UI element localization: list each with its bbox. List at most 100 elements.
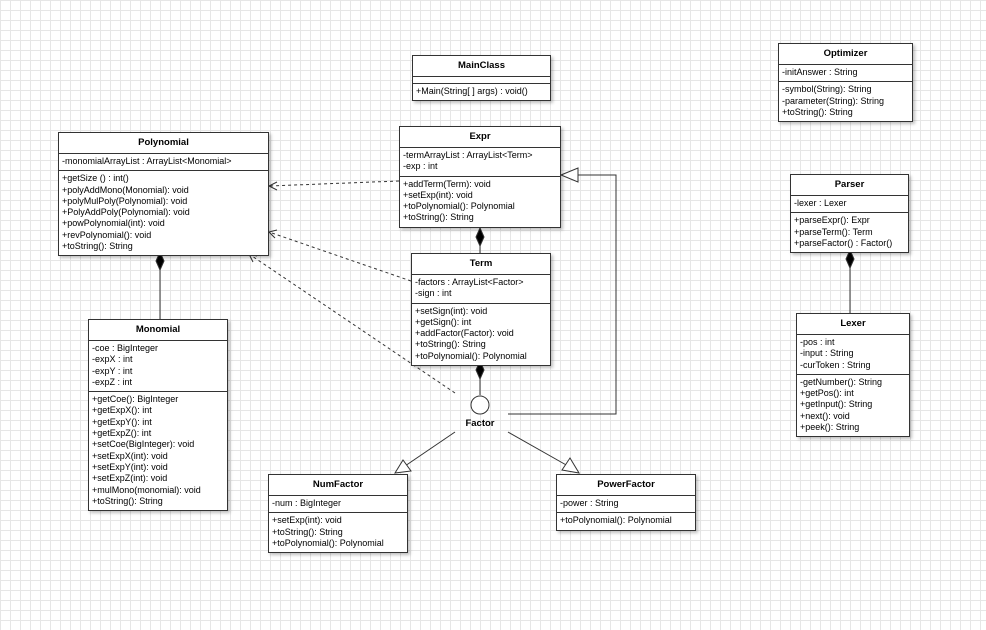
attribute: -pos : int [800, 337, 835, 347]
attribute: -monomialArrayList : ArrayList<Monomial> [62, 156, 232, 166]
method: +setCoe(BigInteger): void [92, 439, 195, 450]
method: +toString(): String [403, 212, 474, 223]
class-parser[interactable]: Parser -lexer : Lexer +parseExpr(): Expr… [790, 174, 909, 254]
expr-realizes-factor [508, 174, 617, 415]
method: +getInput(): String [800, 399, 873, 410]
method: +getSign(): int [415, 316, 472, 327]
method-section: +setExp(int): void +toString(): String +… [269, 513, 407, 552]
composition-diamond [155, 250, 165, 272]
attribute-section: -termArrayList : ArrayList<Term> -exp : … [400, 148, 560, 177]
class-lexer[interactable]: Lexer -pos : int -input : String -curTok… [796, 313, 910, 438]
method: +parseExpr(): Expr [794, 215, 870, 226]
class-name: Optimizer [779, 44, 912, 65]
method: +addFactor(Factor): void [415, 328, 514, 339]
class-optimizer[interactable]: Optimizer -initAnswer : String -symbol(S… [778, 43, 913, 123]
method: +setExpX(int): void [92, 450, 168, 461]
factor-interface-label: Factor [465, 418, 495, 429]
method: +toString(): String [272, 526, 343, 537]
method: +setExp(int): void [403, 189, 473, 200]
method-section: +setSign(int): void +getSign(): int +add… [412, 304, 550, 365]
attribute-section: -num : BigInteger [269, 496, 407, 514]
method: +toString(): String [782, 106, 853, 117]
realization-arrowhead [559, 167, 579, 183]
powerfactor-realizes-factor [507, 431, 569, 467]
class-name: NumFactor [269, 475, 407, 496]
method: +toString(): String [62, 241, 133, 252]
method-section: +toPolynomial(): Polynomial [557, 513, 695, 529]
method-section: +parseExpr(): Expr +parseTerm(): Term +p… [791, 213, 908, 252]
method: +parseFactor() : Factor() [794, 237, 893, 248]
method-section: -symbol(String): String -parameter(Strin… [779, 82, 912, 121]
attribute: -coe : BigInteger [92, 343, 159, 353]
class-main-class[interactable]: MainClass +Main(String[ ] args) : void() [412, 55, 551, 102]
method: +toPolynomial(): Polynomial [415, 350, 527, 361]
attribute: -expX : int [92, 354, 133, 365]
class-name: Term [412, 254, 550, 275]
class-num-factor[interactable]: NumFactor -num : BigInteger +setExp(int)… [268, 474, 408, 554]
dependency-arrowhead [267, 181, 278, 191]
attribute-section: -initAnswer : String [779, 65, 912, 83]
attribute-section: -monomialArrayList : ArrayList<Monomial> [59, 154, 268, 172]
class-name: Parser [791, 175, 908, 196]
method: +setExpZ(int): void [92, 473, 168, 484]
class-term[interactable]: Term -factors : ArrayList<Factor> -sign … [411, 253, 551, 367]
method: -parameter(String): String [782, 95, 885, 106]
factor-interface-circle [470, 395, 490, 415]
class-name: MainClass [413, 56, 550, 77]
method: +powPolynomial(int): void [62, 218, 165, 229]
method: +addTerm(Term): void [403, 178, 491, 189]
method: +toString(): String [92, 495, 163, 506]
method: +PolyAddPoly(Polynomial): void [62, 207, 190, 218]
class-name: PowerFactor [557, 475, 695, 496]
class-polynomial[interactable]: Polynomial -monomialArrayList : ArrayLis… [58, 132, 269, 257]
method: +next(): void [800, 410, 850, 421]
numfactor-realizes-factor [404, 431, 456, 467]
attribute: -power : String [560, 498, 619, 508]
attribute: -initAnswer : String [782, 67, 858, 77]
attribute-section [413, 77, 550, 84]
composition-diamond [845, 248, 855, 270]
attribute: -lexer : Lexer [794, 198, 847, 208]
class-power-factor[interactable]: PowerFactor -power : String +toPolynomia… [556, 474, 696, 531]
attribute: -expY : int [92, 365, 133, 376]
method: +mulMono(monomial): void [92, 484, 201, 495]
method: +setExpY(int): void [92, 461, 168, 472]
attribute: -sign : int [415, 288, 452, 299]
class-name: Lexer [797, 314, 909, 335]
method: +toPolynomial(): Polynomial [560, 515, 672, 526]
attribute-section: -pos : int -input : String -curToken : S… [797, 335, 909, 375]
attribute: -exp : int [403, 161, 438, 172]
attribute: -expZ : int [92, 376, 133, 387]
method: +getExpZ(): int [92, 428, 152, 439]
expr-polynomial-dependency [268, 180, 400, 187]
method-section: +getSize () : int() +polyAddMono(Monomia… [59, 171, 268, 255]
term-polynomial-dependency [268, 231, 412, 282]
method: -getNumber(): String [800, 376, 883, 387]
method: -symbol(String): String [782, 84, 872, 95]
method: +polyAddMono(Monomial): void [62, 184, 189, 195]
class-expr[interactable]: Expr -termArrayList : ArrayList<Term> -e… [399, 126, 561, 228]
method-section: -getNumber(): String +getPos(): int +get… [797, 375, 909, 436]
attribute: -num : BigInteger [272, 498, 342, 508]
class-name: Polynomial [59, 133, 268, 154]
method: +setExp(int): void [272, 515, 342, 526]
attribute: -curToken : String [800, 359, 871, 370]
method: +toPolynomial(): Polynomial [403, 201, 515, 212]
method: +revPolynomial(): void [62, 229, 152, 240]
method: +getExpY(): int [92, 416, 152, 427]
realization-arrowhead [561, 457, 580, 474]
method-section: +getCoe(): BigInteger +getExpX(): int +g… [89, 392, 227, 510]
attribute: -input : String [800, 348, 854, 359]
method-section: +Main(String[ ] args) : void() [413, 84, 550, 100]
method: +Main(String[ ] args) : void() [416, 86, 528, 96]
realization-arrowhead [394, 459, 412, 474]
method-section: +addTerm(Term): void +setExp(int): void … [400, 177, 560, 227]
method: +peek(): String [800, 422, 860, 433]
composition-diamond [475, 226, 485, 248]
method: +setSign(int): void [415, 305, 488, 316]
method: +getPos(): int [800, 388, 854, 399]
class-name: Expr [400, 127, 560, 148]
method: +toPolynomial(): Polynomial [272, 537, 384, 548]
class-monomial[interactable]: Monomial -coe : BigInteger -expX : int -… [88, 319, 228, 512]
